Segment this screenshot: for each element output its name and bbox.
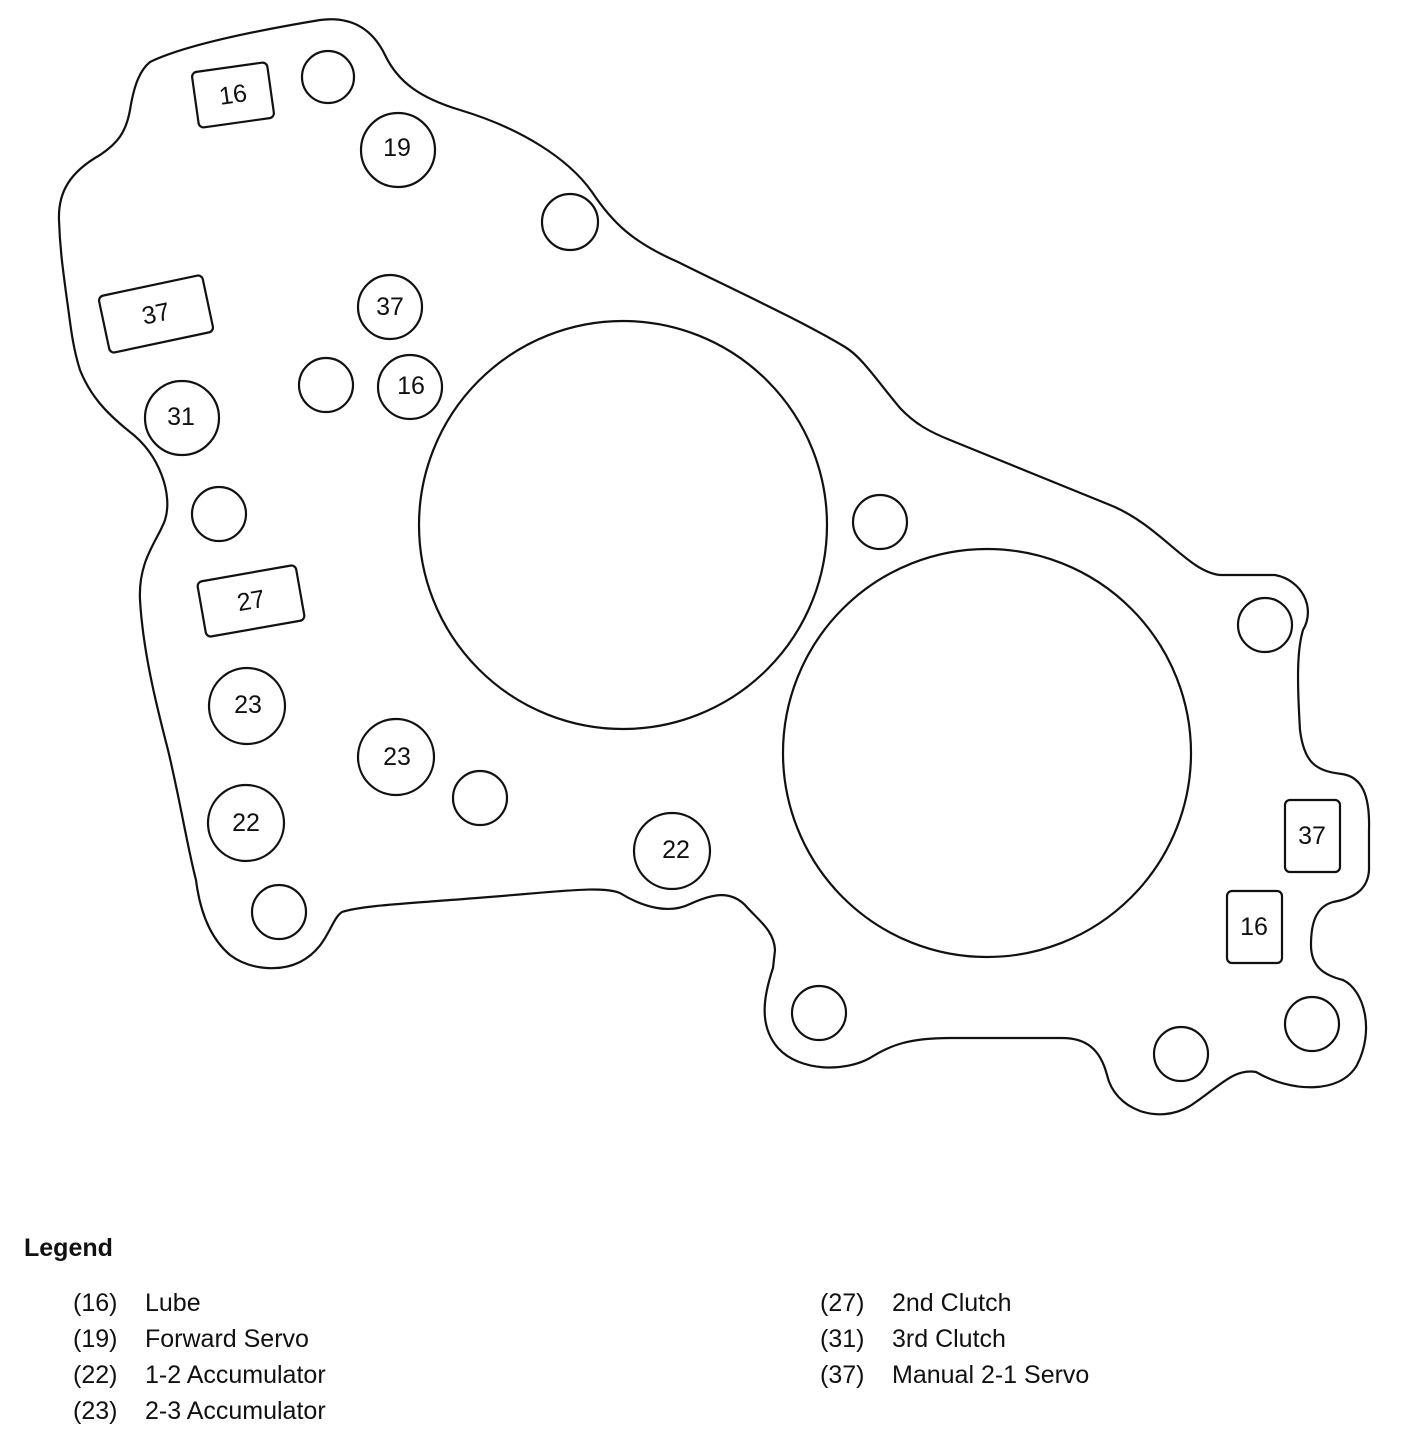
legend-code: (27) [820, 1289, 865, 1317]
port-circle-accum12-mid: 22 [632, 811, 712, 891]
bolt-hole [297, 356, 355, 414]
legend-item: (22) 1-2 Accumulator [73, 1357, 633, 1393]
legend-description: 2nd Clutch [892, 1289, 1012, 1317]
bolt-hole [190, 485, 248, 543]
bolt-hole [540, 192, 600, 252]
bolt-hole [250, 883, 308, 941]
port-label: 23 [234, 691, 262, 719]
bolt-hole [300, 49, 356, 105]
port-circle-third-clutch: 31 [143, 379, 221, 457]
legend-description: 2-3 Accumulator [145, 1397, 326, 1425]
port-label: 37 [376, 293, 404, 321]
gasket-diagram: 16 37 27 37 16 19 37 16 31 23 23 [57, 18, 1371, 1116]
legend-column-right: (27) 2nd Clutch (31) 3rd Clutch (37) Manual… [820, 1285, 1380, 1393]
port-box-second-clutch: 27 [196, 564, 306, 638]
legend-code: (16) [73, 1289, 118, 1317]
legend-description: 3rd Clutch [892, 1325, 1006, 1353]
port-label: 37 [1298, 822, 1326, 850]
bolt-hole [790, 984, 848, 1042]
bolt-hole [1283, 995, 1341, 1053]
legend-code: (22) [73, 1361, 118, 1389]
port-box-manual-left: 37 [97, 274, 215, 354]
port-box-lube-right: 16 [1225, 889, 1284, 965]
legend-title: Legend [24, 1234, 113, 1262]
gasket-outline [57, 18, 1371, 1116]
bolt-hole [451, 769, 509, 827]
port-label: 31 [167, 403, 195, 431]
port-circle-forward-servo: 19 [359, 111, 437, 189]
bolt-hole [851, 493, 909, 551]
legend-column-left: (16) Lube (19) Forward Servo (22) 1-2 Accum… [73, 1285, 633, 1429]
legend-description: 1-2 Accumulator [145, 1361, 326, 1389]
legend-code: (19) [73, 1325, 118, 1353]
legend-description: Forward Servo [145, 1325, 309, 1353]
legend-item: (23) 2-3 Accumulator [73, 1393, 633, 1429]
port-label: 19 [383, 134, 411, 162]
bolt-hole [1152, 1025, 1210, 1083]
port-circle-accum12-left: 22 [206, 783, 286, 863]
port-circle-manual: 37 [356, 273, 424, 341]
legend-item: (31) 3rd Clutch [820, 1321, 1380, 1357]
legend-item: (19) Forward Servo [73, 1321, 633, 1357]
legend-item: (37) Manual 2-1 Servo [820, 1357, 1380, 1393]
legend-code: (31) [820, 1325, 865, 1353]
large-bore-upper [417, 319, 829, 731]
port-label: 23 [383, 743, 411, 771]
legend-code: (37) [820, 1361, 865, 1389]
port-box-manual-right: 37 [1283, 798, 1342, 874]
port-label: 37 [139, 297, 172, 330]
port-label: 16 [217, 79, 248, 111]
port-label: 16 [397, 372, 425, 400]
port-circle-lube: 16 [376, 353, 444, 421]
port-box-lube-top: 16 [191, 61, 275, 129]
port-label: 27 [235, 585, 267, 617]
legend-item: (27) 2nd Clutch [820, 1285, 1380, 1321]
legend-item: (16) Lube [73, 1285, 633, 1321]
port-label: 22 [662, 836, 690, 864]
bolt-hole [1236, 596, 1294, 654]
legend-description: Lube [145, 1289, 201, 1317]
port-circle-accum23-mid: 23 [356, 717, 436, 797]
port-label: 16 [1240, 913, 1268, 941]
legend-description: Manual 2-1 Servo [892, 1361, 1090, 1389]
port-circle-accum23-left: 23 [207, 666, 287, 746]
large-bore-lower [781, 547, 1193, 959]
port-label: 22 [232, 809, 260, 837]
legend-code: (23) [73, 1397, 118, 1425]
